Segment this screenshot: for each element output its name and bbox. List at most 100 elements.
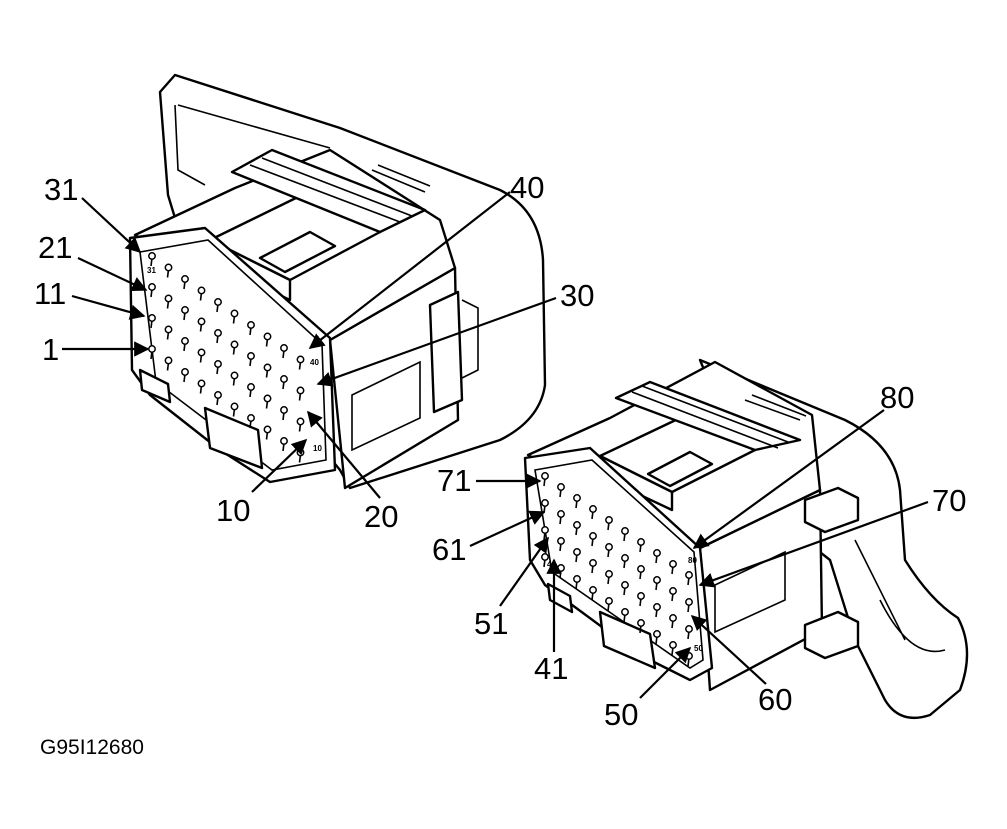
left-pin: [164, 294, 173, 309]
right-pin: [573, 521, 581, 536]
left-pin: [247, 414, 255, 429]
right-pin: [653, 576, 661, 591]
left-pin: [280, 406, 288, 421]
leader-80: [692, 409, 885, 549]
right-pin: [605, 543, 613, 558]
left-pin: [214, 329, 222, 344]
left-pin: [296, 386, 305, 401]
right-pin: [573, 575, 581, 590]
left-pin: [230, 371, 239, 386]
right-pin: [669, 587, 677, 602]
callout-20: 20: [364, 499, 398, 534]
left-pin: [164, 356, 173, 371]
left-callouts: 31 21 11 1 40 30 10 20: [34, 170, 594, 534]
callout-11: 11: [34, 276, 66, 311]
left-pin: [263, 394, 272, 409]
callout-61: 61: [432, 532, 466, 567]
right-side-clip-lower: [803, 610, 860, 660]
left-boot-crease: [174, 104, 331, 186]
right-side-clip-upper: [803, 486, 860, 534]
left-pin: [263, 332, 272, 347]
callout-30: 30: [560, 278, 594, 313]
callout-1: 1: [42, 332, 59, 367]
left-face-mark-40: 40: [310, 358, 319, 367]
left-pin: [280, 375, 288, 390]
left-pin: [296, 417, 305, 432]
right-harness-crease: [854, 539, 946, 653]
leader-40: [308, 191, 511, 349]
leader-21: [77, 257, 148, 292]
callout-21: 21: [38, 230, 72, 265]
left-pin: [197, 348, 206, 363]
right-pin: [637, 565, 645, 580]
left-pin: [247, 383, 255, 398]
right-bottom-lug: [546, 582, 657, 670]
right-pin: [605, 597, 613, 612]
right-pin: [621, 581, 629, 596]
left-side-clip: [428, 290, 464, 414]
callout-51: 51: [474, 606, 508, 641]
right-latch-ribs: [631, 385, 807, 449]
right-pin: [573, 548, 581, 563]
leader-10: [251, 438, 308, 493]
callout-71: 71: [437, 463, 471, 498]
leader-11: [71, 294, 146, 320]
right-pin: [621, 554, 629, 569]
right-lock-tab: [646, 450, 714, 488]
left-pin: [247, 321, 255, 336]
right-pin: [637, 538, 645, 553]
right-pin: [637, 619, 645, 634]
left-pin: [247, 352, 255, 367]
right-pin: [589, 559, 597, 574]
left-face-mark-31: 31: [147, 266, 156, 275]
right-pin: [605, 570, 613, 585]
right-pin: [589, 586, 597, 601]
left-connector: 31 40 10: [128, 73, 547, 490]
left-pin-array: [148, 252, 305, 463]
left-pin: [181, 306, 189, 321]
callout-40: 40: [510, 170, 544, 205]
right-pin: [621, 527, 629, 542]
right-pin: [637, 592, 645, 607]
leader-70: [698, 500, 929, 588]
right-pin: [669, 641, 677, 656]
leader-60: [690, 614, 767, 685]
left-pin: [181, 368, 189, 383]
right-pin: [589, 505, 597, 520]
right-face-mark-80: 80: [688, 556, 697, 565]
leader-51: [499, 536, 549, 607]
callout-60: 60: [758, 682, 792, 717]
leader-20: [307, 410, 381, 499]
right-pin: [557, 483, 565, 498]
left-pin: [148, 252, 156, 267]
left-face-mark-10: 10: [313, 444, 322, 453]
callout-70: 70: [932, 483, 966, 518]
right-pin: [605, 516, 613, 531]
left-pin: [197, 286, 206, 301]
left-latch-rail: [230, 148, 427, 234]
left-pin: [263, 363, 272, 378]
left-pin: [280, 437, 288, 452]
right-pin: [685, 571, 693, 586]
right-pin: [669, 614, 677, 629]
leader-31: [81, 197, 142, 254]
left-bottom-lug: [138, 368, 264, 470]
right-pin: [653, 549, 661, 564]
right-callouts: 71 61 51 41 80 70 50 60: [432, 380, 966, 732]
right-pin: [573, 494, 581, 509]
left-pin: [230, 340, 239, 355]
right-pin: [589, 532, 597, 547]
right-pin: [621, 608, 629, 623]
callout-41: 41: [534, 651, 568, 686]
right-pin-array: [541, 472, 693, 667]
right-pin: [669, 560, 677, 575]
left-pin: [148, 314, 156, 329]
right-front-face: [523, 446, 714, 682]
left-pin: [214, 360, 222, 375]
right-face-mark-50: 50: [694, 644, 703, 653]
left-pin: [164, 263, 173, 278]
right-pin: [557, 510, 565, 525]
right-pin: [557, 537, 565, 552]
left-pin: [164, 325, 173, 340]
